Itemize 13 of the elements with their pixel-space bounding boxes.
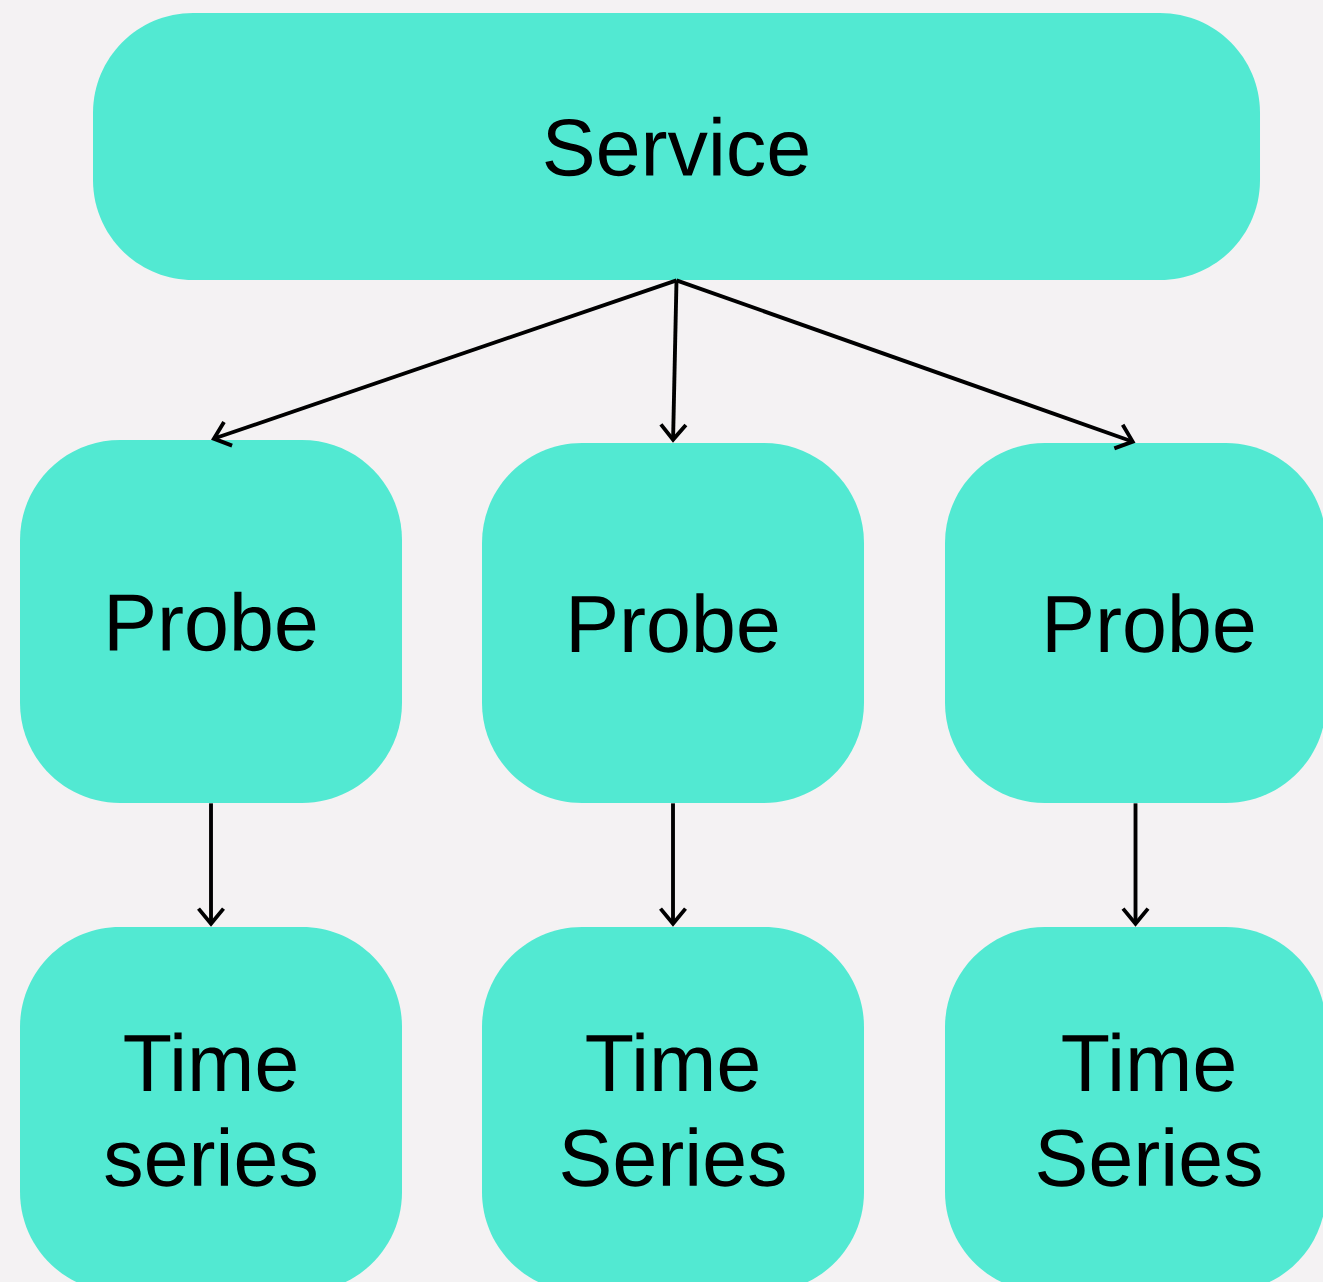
process-box: Probe <box>20 440 402 803</box>
process-box: Service <box>93 13 1260 280</box>
process-box: Time Series <box>482 927 864 1282</box>
process-box: Time series <box>20 927 402 1282</box>
arrow <box>211 278 678 448</box>
arrow <box>197 803 225 927</box>
arrow <box>1121 803 1150 927</box>
arrow <box>659 803 687 927</box>
process-box: Probe <box>482 443 864 803</box>
arrow <box>675 278 1136 451</box>
arrow <box>659 280 688 443</box>
process-box: Time Series <box>945 927 1323 1282</box>
process-box: Probe <box>945 443 1323 803</box>
